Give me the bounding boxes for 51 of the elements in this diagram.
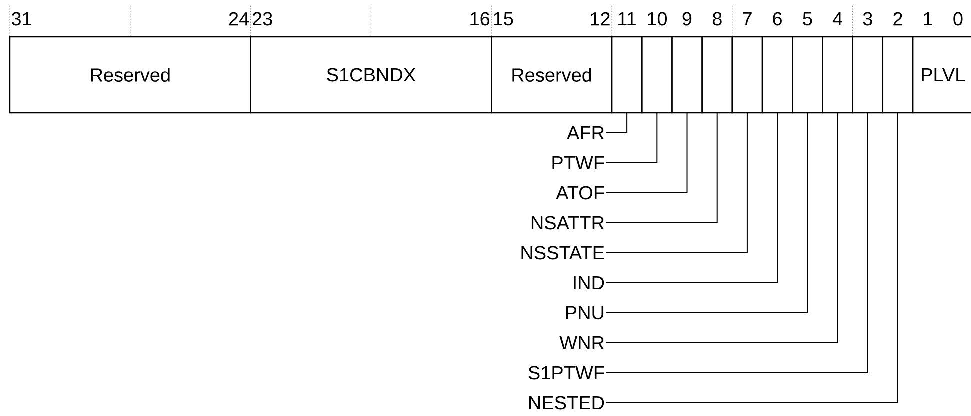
bit-box [852, 36, 884, 114]
leader-line [606, 112, 838, 344]
leader-line [606, 112, 718, 224]
leader-line [606, 112, 898, 404]
leader-line [606, 112, 688, 194]
bit-number: 15 [494, 12, 514, 26]
bit-box [672, 36, 703, 114]
bit-box [822, 36, 854, 114]
bit-number: 24 [229, 12, 250, 26]
bit-number: 1 [924, 12, 932, 26]
field-box: Reserved [9, 36, 252, 114]
bit-number: 16 [470, 12, 490, 26]
field-name: NESTED [530, 396, 604, 410]
bit-box [642, 36, 673, 114]
bit-number: 3 [863, 12, 872, 26]
bit-number: 7 [743, 12, 752, 26]
field-name: S1PTWF [528, 366, 604, 380]
field-name: PNU [566, 306, 604, 320]
field-name: ATOF [556, 186, 604, 200]
bit-number: 6 [773, 12, 782, 26]
bit-number: 12 [591, 12, 610, 26]
bit-box [611, 36, 643, 114]
bit-number: 9 [682, 12, 692, 26]
field-box: S1CBNDX [250, 36, 492, 114]
leader-line [606, 112, 748, 254]
field-name: WNR [560, 336, 604, 350]
leader-line [606, 112, 628, 134]
bit-number: 2 [894, 12, 902, 26]
bit-box [762, 36, 794, 114]
bit-box [882, 36, 914, 114]
leader-line [606, 112, 868, 374]
bit-box [732, 36, 764, 114]
field-name: NSSTATE [522, 246, 604, 260]
bit-number: 8 [712, 12, 722, 26]
bit-number: 4 [832, 12, 843, 26]
bit-number: 23 [252, 12, 272, 26]
bit-number: 10 [648, 12, 668, 26]
field-name: NSATTR [532, 216, 604, 230]
field-name: IND [574, 276, 604, 290]
field-box: PLVL [912, 36, 971, 114]
field-name: AFR [567, 126, 604, 140]
leader-line [606, 112, 808, 314]
leader-line [606, 112, 658, 164]
leader-line [606, 112, 778, 284]
bit-number: 0 [954, 12, 963, 26]
bit-number: 5 [803, 12, 812, 26]
bit-box [792, 36, 824, 114]
field-box: Reserved [491, 36, 613, 114]
bit-number: 11 [618, 12, 636, 26]
field-name: PTWF [552, 156, 604, 170]
bit-box [702, 36, 733, 114]
